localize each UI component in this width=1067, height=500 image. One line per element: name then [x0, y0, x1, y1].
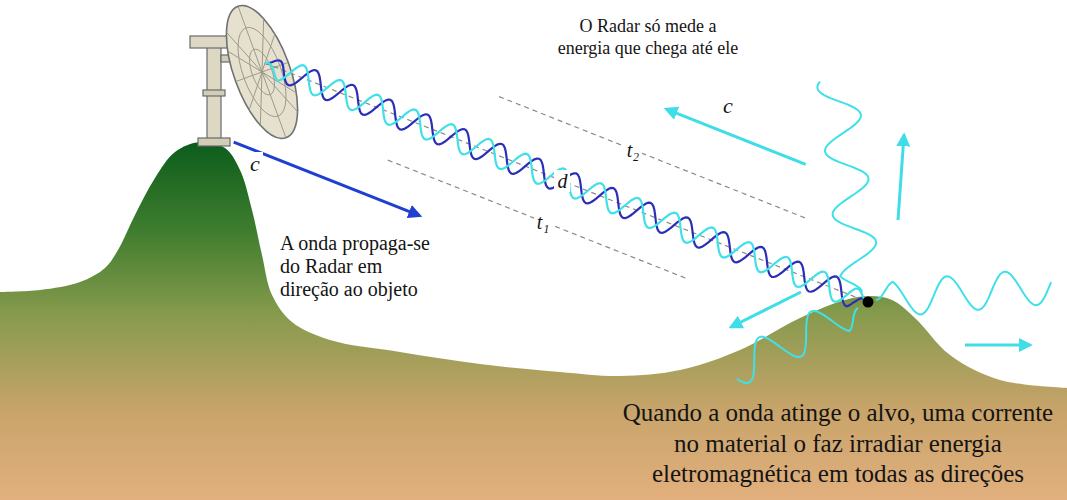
target-dot [863, 297, 874, 308]
outgoing-wave [265, 60, 868, 306]
dish-grid-line [224, 30, 301, 115]
caption-note: A onda propaga-se do Radar em direção ao… [280, 232, 440, 301]
scatter-wave [876, 272, 1051, 315]
scatter-wave [737, 308, 858, 383]
dish-grid [212, 0, 313, 147]
speed-label-slot: c [247, 152, 263, 176]
return-wave [265, 63, 867, 302]
time-line [388, 160, 685, 278]
tower-base [198, 138, 230, 146]
dish-grid-line [224, 30, 301, 115]
radar-dish [212, 0, 313, 147]
tower-collar [203, 90, 225, 96]
scatter-arrow [965, 344, 1030, 347]
scatter-wave [817, 82, 876, 292]
tower-cap [190, 36, 228, 48]
speed-label: c [250, 153, 260, 175]
time-label: t₁ [537, 212, 550, 232]
scatter-arrow [898, 135, 904, 220]
return-arrow [666, 109, 805, 164]
distance-label: d [557, 171, 567, 191]
time-label-slot: t₁ [534, 211, 553, 233]
distance-label-slot: d [554, 170, 570, 192]
time-label: t₂ [627, 140, 640, 160]
caption-note-slot: A onda propaga-se do Radar em direção ao… [280, 232, 440, 301]
dish-grid-line [212, 0, 313, 147]
callout-note: O Radar só mede a energia que chega até … [554, 16, 742, 60]
dish-grid-line [212, 0, 313, 147]
caption-note-slot: Quando a onda atinge o alvo, uma corrent… [614, 398, 1062, 490]
time-label-slot: t₂ [624, 139, 643, 161]
dish-face [212, 0, 313, 147]
callout-note-slot: O Radar só mede a energia que chega até … [554, 16, 742, 60]
waves [265, 60, 1051, 383]
time-line [499, 97, 806, 219]
distance-line [265, 63, 868, 302]
speed-label: c [723, 95, 733, 117]
outgoing-arrow [234, 142, 420, 216]
terrain [0, 142, 1067, 500]
scatter-arrow [731, 292, 801, 327]
caption-note: Quando a onda atinge o alvo, uma corrent… [614, 398, 1062, 490]
speed-label-slot: c [720, 94, 736, 118]
